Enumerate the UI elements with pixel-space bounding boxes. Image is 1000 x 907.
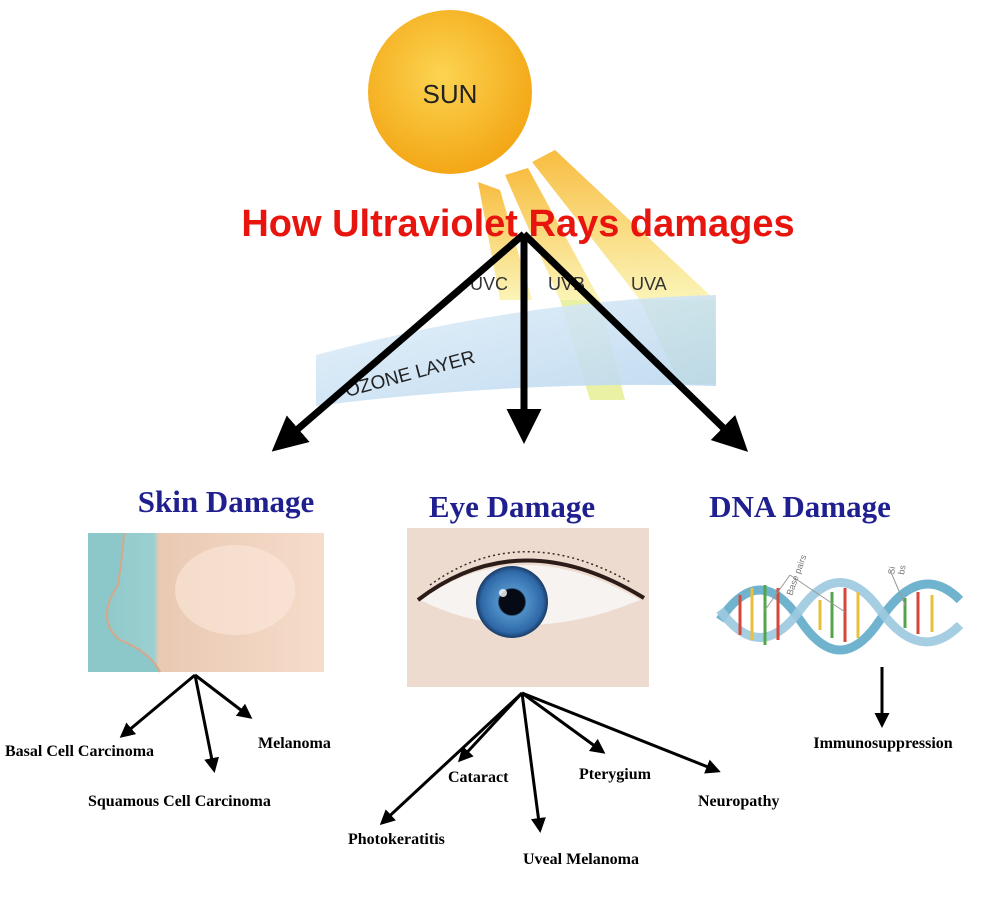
dna-label-si: Si: [886, 566, 897, 576]
dna-pointer-lines: [764, 569, 906, 613]
eye-effect-neuropathy: Neuropathy: [698, 793, 780, 810]
dna-image: Base pairs Si bs: [716, 553, 964, 655]
sun-label: SUN: [423, 79, 478, 109]
eye-image: [407, 528, 649, 687]
eye-effect-photokeratitis: Photokeratitis: [348, 831, 445, 848]
eye-effect-cataract: Cataract: [448, 769, 509, 786]
skin-effect-basal-cell-carcinoma: Basal Cell Carcinoma: [5, 743, 154, 760]
dna-base-pairs: [738, 585, 934, 645]
eye-effect-pterygium: Pterygium: [579, 766, 652, 783]
eye-damage-title: Eye Damage: [429, 489, 595, 524]
skin-damage-title: Skin Damage: [138, 484, 315, 519]
dna-strand-1: [716, 579, 964, 655]
uva-ray: [532, 150, 715, 300]
uvb-ray: [505, 168, 600, 300]
skin-effect-melanoma: Melanoma: [258, 735, 331, 752]
sun-disc: [368, 10, 532, 174]
uvc-label: UVC: [470, 274, 508, 294]
dna-damage-title: DNA Damage: [709, 489, 891, 524]
skin-effect-arrows: [119, 673, 253, 773]
eye-effect-uveal-melanoma: Uveal Melanoma: [523, 851, 639, 868]
dna-effect-immunosuppression: Immunosuppression: [813, 735, 952, 752]
dna-label-bs: bs: [896, 564, 908, 576]
eye-effect-arrows: [379, 691, 721, 833]
arrow-to-skin: [271, 231, 527, 452]
sun: SUN: [368, 10, 532, 174]
skin-effect-squamous-cell-carcinoma: Squamous Cell Carcinoma: [88, 793, 271, 810]
dna-label-base-pairs: Base pairs: [784, 553, 808, 597]
arrow-to-dna: [521, 231, 749, 452]
skin-image: [88, 532, 324, 673]
ozone-layer: OZONE LAYER: [316, 295, 716, 406]
uvc-ray: [478, 182, 532, 300]
dna-strand-2: [716, 578, 964, 647]
uva-label: UVA: [631, 274, 667, 294]
main-arrows: [271, 231, 749, 452]
